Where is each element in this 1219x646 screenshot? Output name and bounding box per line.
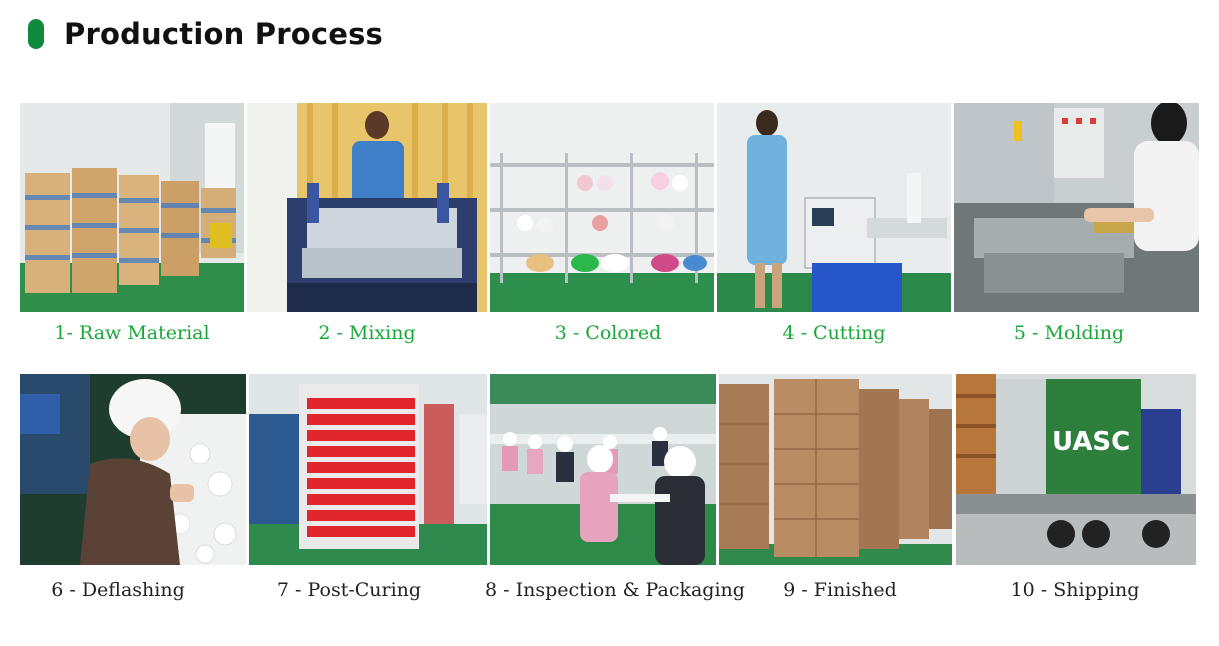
container-marking: UASC (1052, 427, 1130, 457)
header-accent-pill (28, 19, 44, 49)
step-8-caption: 8 - Inspection & Packaging (485, 579, 745, 601)
deflashing-worker-photo (20, 374, 246, 565)
shipping-container-photo: UASC (956, 374, 1196, 565)
step-6-caption: 6 - Deflashing (51, 579, 185, 601)
finished-cartons-photo (719, 374, 952, 565)
step-7-caption: 7 - Post-Curing (276, 579, 422, 601)
page-title: Production Process (64, 17, 384, 51)
molding-press-photo (954, 103, 1199, 312)
step-3-caption: 3 - Colored (554, 322, 662, 344)
section-header: Production Process (28, 14, 383, 54)
color-shelves-photo (490, 103, 714, 312)
step-9-caption: 9 - Finished (783, 579, 897, 601)
step-10-caption: 10 - Shipping (1010, 579, 1140, 601)
inspection-line-photo (490, 374, 716, 565)
step-1-caption: 1- Raw Material (54, 322, 210, 344)
step-2-caption: 2 - Mixing (318, 322, 416, 344)
mixing-mill-photo (247, 103, 487, 312)
curing-rack-photo (249, 374, 487, 565)
cutting-machine-photo (717, 103, 951, 312)
step-5-caption: 5 - Molding (1013, 322, 1125, 344)
boxes-warehouse-photo (20, 103, 244, 312)
step-4-caption: 4 - Cutting (782, 322, 886, 344)
